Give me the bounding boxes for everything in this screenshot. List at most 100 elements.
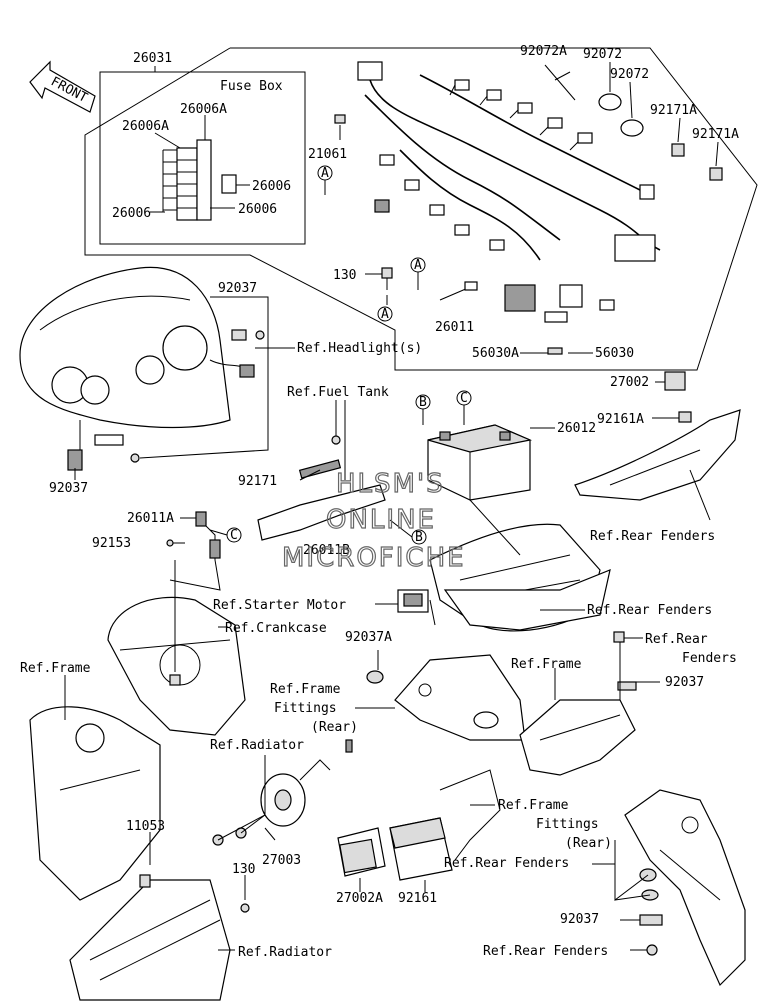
label-92037-bottom: 92037 (560, 912, 599, 927)
callout-a-2: A (410, 257, 426, 273)
fuse-box-group: Fuse Box (99, 71, 306, 245)
band-92072-lower (620, 119, 644, 137)
frame-left-part (29, 706, 161, 901)
label-56030: 56030 (595, 346, 634, 361)
label-92037A: 92037A (345, 630, 392, 645)
bolt-130-upper (381, 267, 393, 290)
label-130-upper: 130 (333, 268, 356, 283)
ref-rear-fenders-4: Ref.Rear Fenders (444, 856, 569, 871)
label-92037-right: 92037 (665, 675, 704, 690)
svg-text:B: B (415, 530, 423, 545)
callout-c-2: C (226, 527, 242, 543)
ref-radiator-lower: Ref.Radiator (238, 945, 332, 960)
ref-frame-fittings-1b: Fittings (274, 701, 337, 716)
ref-rear-fenders-2: Ref.Rear Fenders (587, 603, 712, 618)
fuse-box-title: Fuse Box (220, 79, 283, 94)
battery-26012 (427, 424, 533, 501)
label-26011: 26011 (435, 320, 474, 335)
label-26006A-left: 26006A (122, 119, 169, 134)
ref-rear-fenders-5: Ref.Rear Fenders (483, 944, 608, 959)
radiator-part (69, 874, 250, 1001)
label-92161: 92161 (398, 891, 437, 906)
frame-right-part (519, 631, 637, 776)
svg-text:C: C (460, 391, 468, 406)
label-26012: 26012 (557, 421, 596, 436)
label-92171A-lower: 92171A (692, 127, 739, 142)
svg-text:B: B (419, 395, 427, 410)
ref-frame-fittings-1c: (Rear) (311, 720, 358, 735)
label-26011A: 26011A (127, 511, 174, 526)
ref-crankcase: Ref.Crankcase (225, 621, 327, 636)
callout-c-1: C (456, 390, 472, 406)
label-92072A: 92072A (520, 44, 567, 59)
label-11053: 11053 (126, 819, 165, 834)
callout-b-1: B (415, 394, 431, 410)
band-92072-top (598, 93, 622, 111)
clip-92171A-lower (709, 167, 723, 181)
rear-fender-part-lower (624, 789, 746, 987)
label-92171A-upper: 92171A (650, 103, 697, 118)
horn-27003 (260, 739, 353, 827)
label-26006-right-lower: 26006 (238, 202, 277, 217)
plate-92037 (231, 329, 247, 341)
watermark-line-3: MICROFICHE (282, 543, 466, 573)
callout-a-1: A (317, 165, 333, 181)
clip-21061 (334, 114, 346, 124)
svg-text:C: C (230, 528, 238, 543)
clip-92171A-upper (671, 143, 685, 157)
ref-frame-fittings-1a: Ref.Frame (270, 682, 341, 697)
label-92037-left: 92037 (49, 481, 88, 496)
label-56030A: 56030A (472, 346, 519, 361)
ecu-27002A (337, 827, 386, 877)
label-26006-right-upper: 26006 (252, 179, 291, 194)
ref-frame-right: Ref.Frame (511, 657, 582, 672)
label-92037-upper: 92037 (218, 281, 257, 296)
svg-text:A: A (414, 258, 422, 273)
watermark-line-2: ONLINE (326, 505, 436, 535)
label-92072-top: 92072 (583, 47, 622, 62)
label-26031: 26031 (133, 51, 172, 66)
harness-group-outline (84, 47, 758, 371)
ref-frame-fittings-2c: (Rear) (565, 836, 612, 851)
label-27002: 27002 (610, 375, 649, 390)
label-92072-lower: 92072 (610, 67, 649, 82)
ref-headlights: Ref.Headlight(s) (297, 341, 422, 356)
watermark-line-1: HLSM'S (336, 469, 445, 499)
control-unit-92161 (389, 769, 501, 881)
label-26011B: 26011B (303, 543, 350, 558)
headlight-assembly (19, 266, 255, 471)
rear-fender-part-mid (443, 569, 611, 631)
label-92161A: 92161A (597, 412, 644, 427)
main-wiring-harness (357, 61, 661, 323)
label-26006A-top: 26006A (180, 102, 227, 117)
svg-text:A: A (381, 307, 389, 322)
ref-fuel-tank: Ref.Fuel Tank (287, 385, 389, 400)
label-130-lower: 130 (232, 862, 255, 877)
frame-fittings-rear-mid (394, 654, 526, 741)
ref-starter-motor: Ref.Starter Motor (213, 598, 346, 613)
tie-92072A (544, 64, 576, 101)
callout-a-3: A (377, 306, 393, 322)
ref-frame-fittings-2a: Ref.Frame (498, 798, 569, 813)
sensor-26011A (169, 511, 221, 591)
ref-frame-left: Ref.Frame (20, 661, 91, 676)
front-arrow-icon: FRONT (29, 60, 96, 113)
label-92153: 92153 (92, 536, 131, 551)
clip-92161A (678, 411, 692, 423)
ref-rear-fenders-3b: Fenders (682, 651, 737, 666)
svg-text:A: A (321, 166, 329, 181)
label-26006-left-lower: 26006 (112, 206, 151, 221)
ref-radiator-upper: Ref.Radiator (210, 738, 304, 753)
crankcase-part (107, 596, 246, 736)
label-27002A: 27002A (336, 891, 383, 906)
label-21061: 21061 (308, 147, 347, 162)
ref-frame-fittings-2b: Fittings (536, 817, 599, 832)
label-27003: 27003 (262, 853, 301, 868)
fuel-tank-bracket (257, 435, 386, 541)
ref-rear-fenders-3a: Ref.Rear (645, 632, 708, 647)
relay-27002 (664, 371, 686, 391)
grommet-92037A (366, 670, 384, 684)
label-92171: 92171 (238, 474, 277, 489)
starter-relay (397, 589, 429, 613)
